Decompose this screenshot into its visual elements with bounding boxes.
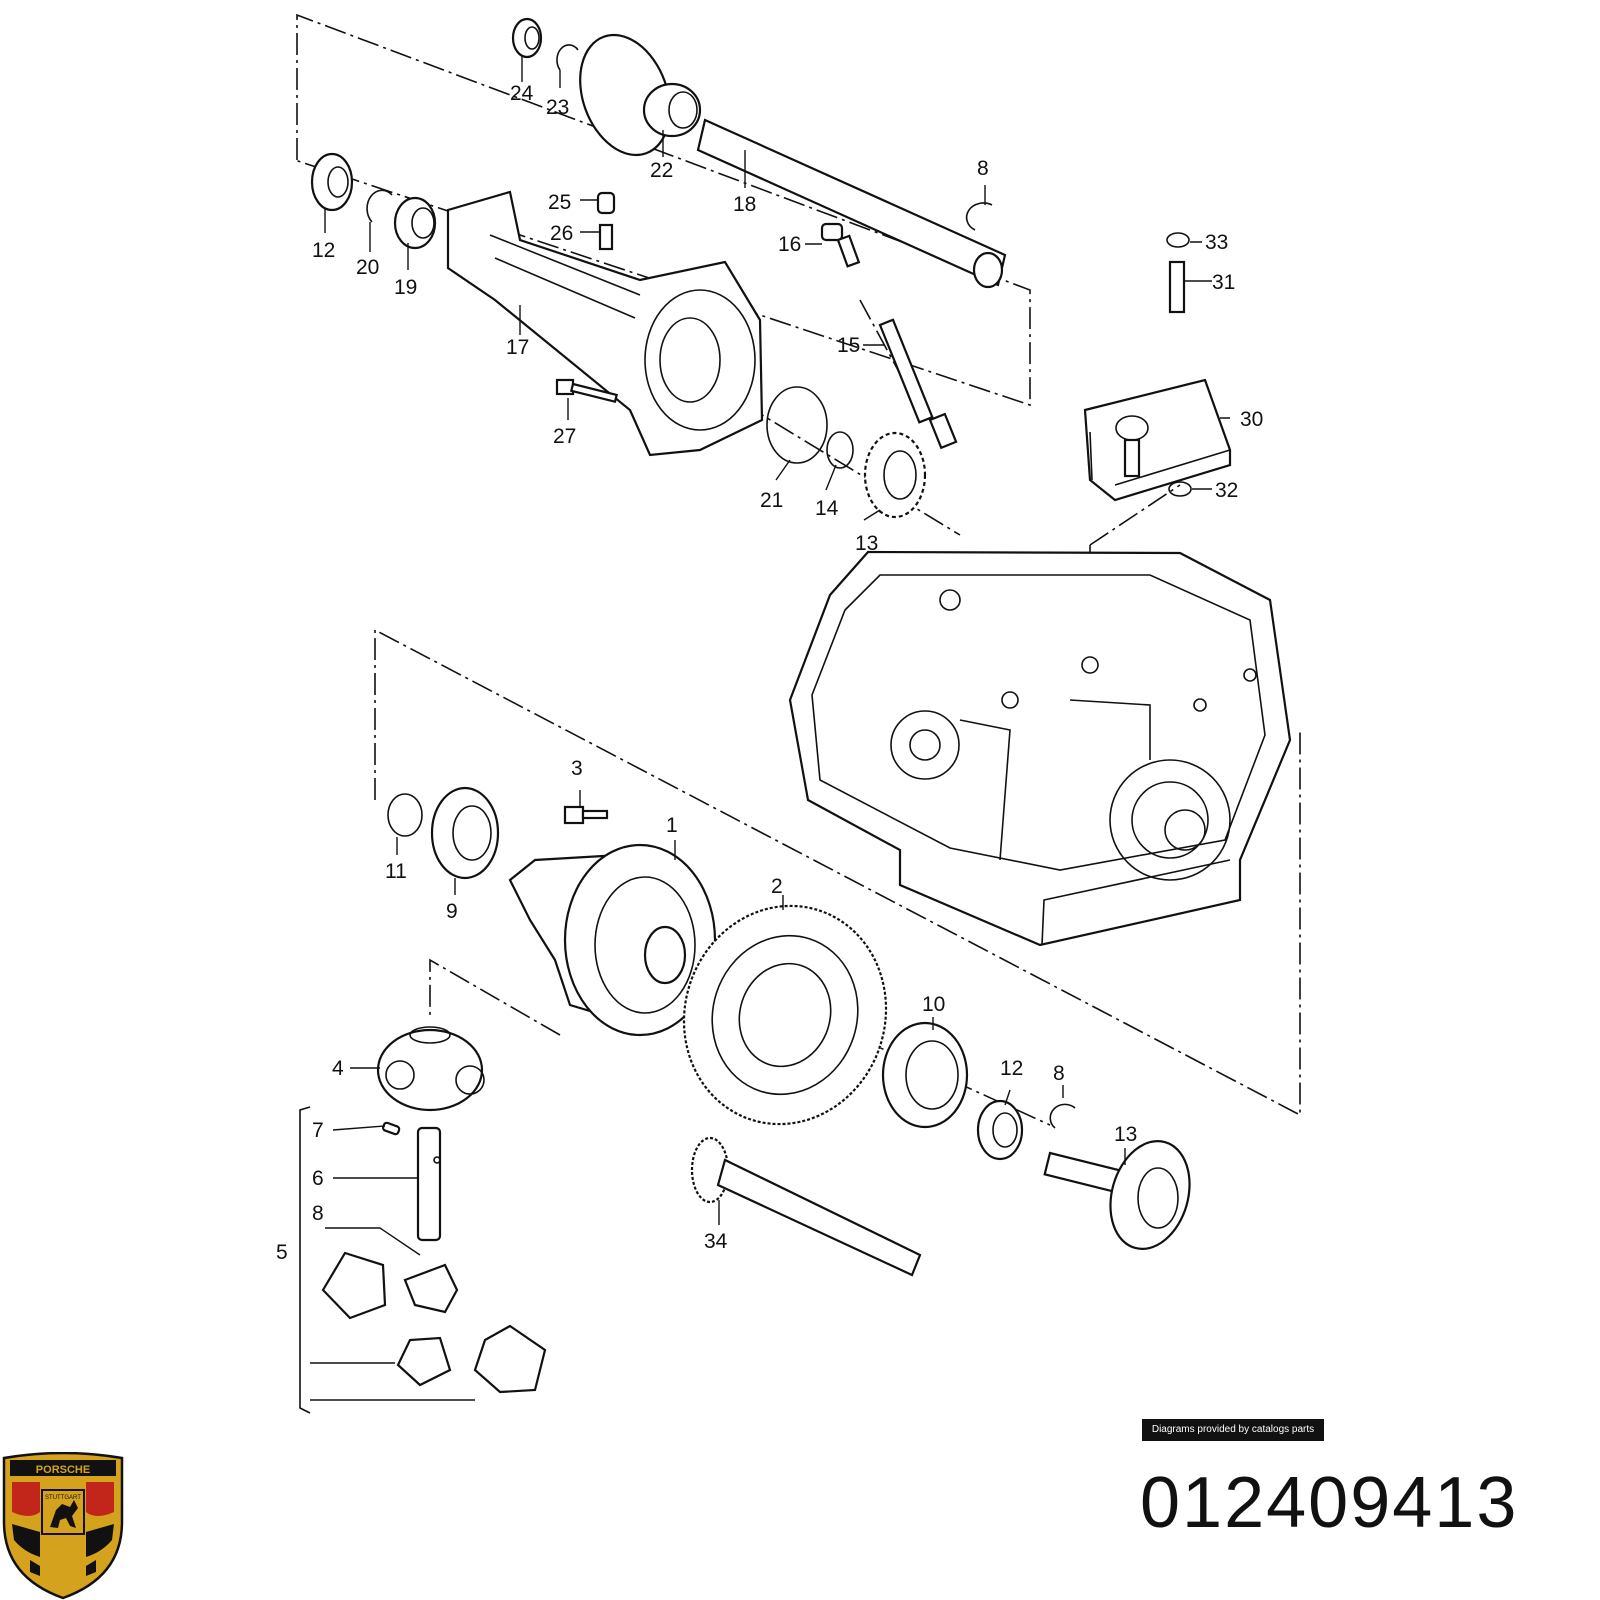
spider-4 [376,1026,485,1112]
callout-8-diff: 8 [312,1202,324,1225]
o-ring-32 [1168,481,1192,497]
callout-13: 13 [1114,1123,1137,1146]
speedo-drive-16 [878,318,958,450]
callout-4: 4 [332,1057,344,1080]
callout-15: 14 [815,497,839,520]
diagram-credit: Diagrams provided by catalogs parts [1142,1419,1324,1441]
callout-9: 9 [446,900,458,923]
o-ring-22 [766,386,828,464]
shaft-6 [416,1126,442,1242]
crown-wheel-2 [682,904,888,1126]
callout-32: 32 [1215,479,1238,502]
callout-34: 34 [704,1230,728,1253]
callout-8-lower: 8 [1053,1062,1065,1085]
callout-3: 3 [571,757,583,780]
bearing-9 [430,786,500,880]
circlip-27 [556,44,579,71]
seal-12-upper [310,152,354,212]
leader-lines [310,55,1230,1401]
callout-22: 21 [760,489,783,512]
svg-text:PORSCHE: PORSCHE [36,1464,90,1476]
callout-14: 13 [855,532,878,555]
callout-20: 19 [394,276,417,299]
callout-8-upper: 8 [977,157,989,180]
callout-5: 5 [276,1241,288,1264]
callout-28: 24 [510,82,534,105]
callout-25: 27 [553,425,576,448]
shaft-18 [696,118,1007,289]
circlip-21 [366,189,393,223]
callout-labels: 24 23 22 18 8 12 20 19 17 25 26 27 16 15… [276,82,1263,1264]
o-ring-15 [826,431,854,469]
differential-housing-1 [508,843,717,1037]
valve-24 [598,223,614,251]
circlip-8-lower [1049,1103,1076,1129]
axle-flange-26 [579,33,702,157]
drive-flange-13 [1043,1140,1191,1250]
transmission-housing [788,550,1292,947]
bolt-25 [555,378,618,404]
oil-cooler-30 [1083,378,1232,502]
callout-30: 30 [1240,408,1263,431]
seal-28 [511,17,543,59]
callout-23: 25 [548,191,571,214]
connector-17 [820,222,861,268]
callout-2: 2 [771,875,783,898]
bearing-20 [393,196,437,250]
gear-14 [863,431,927,519]
callout-7: 7 [312,1119,324,1142]
callout-12-upper: 12 [312,239,335,262]
callout-10: 10 [922,993,945,1016]
o-ring-33 [1166,232,1190,248]
callout-6: 6 [312,1167,324,1190]
pin-7 [382,1121,401,1136]
callout-19: 17 [506,336,529,359]
seal-12-lower [976,1099,1024,1161]
callout-18: 18 [733,193,756,216]
callout-1: 1 [666,814,678,837]
part-number: 012409413 [1140,1463,1519,1543]
callout-24: 26 [550,222,573,245]
group-bracket-5 [299,1106,311,1414]
breather-23 [596,191,616,215]
circlip-8-upper [965,202,993,231]
bolt-3 [563,805,609,825]
thermostat-31 [1168,260,1186,314]
bearing-10 [881,1021,969,1129]
svg-text:STUTTGART: STUTTGART [45,1495,81,1501]
cover-housing-19 [446,190,764,457]
pinion-shaft-34 [690,1136,922,1277]
callout-31: 31 [1212,271,1235,294]
o-ring-11 [387,793,423,837]
callout-33: 33 [1205,231,1228,254]
differential-gears-5 [321,1251,547,1394]
callout-27: 23 [546,96,569,119]
callout-12-lower: 12 [1000,1057,1023,1080]
callout-16: 15 [837,334,860,357]
porsche-crest-logo: PORSCHE STUTTGART [2,1452,124,1600]
callout-17: 16 [778,233,801,256]
callout-26: 22 [650,159,673,182]
callout-21: 20 [356,256,379,279]
callout-11: 11 [385,860,407,883]
